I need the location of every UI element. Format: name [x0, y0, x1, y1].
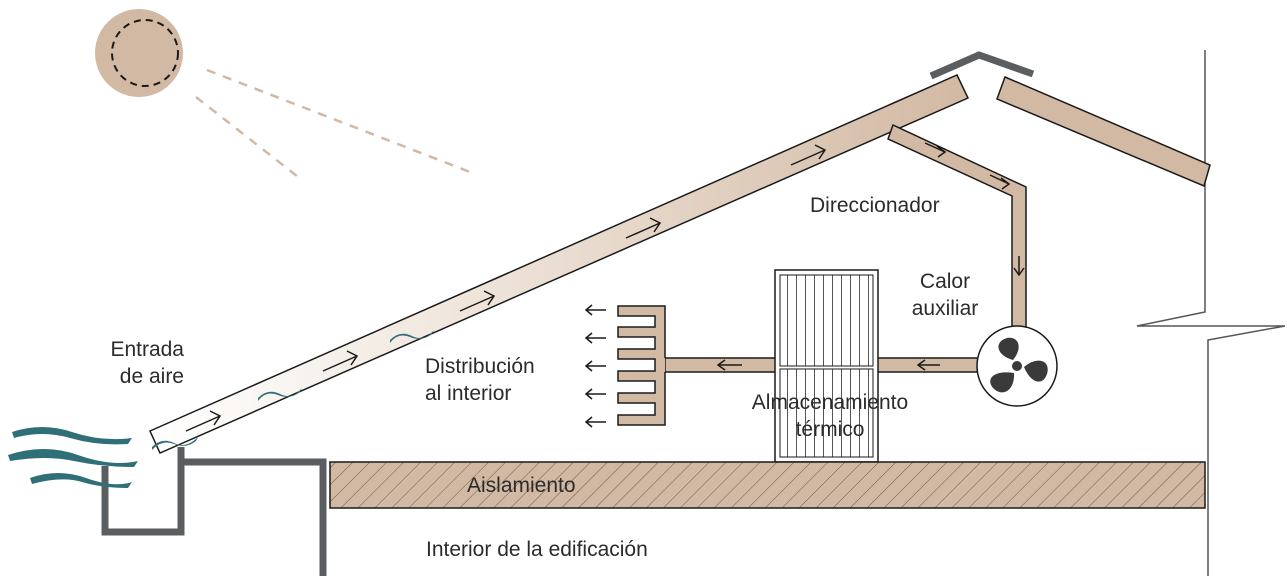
air-inlet-label-line1: Entrada: [110, 338, 184, 361]
roof-right-panel: [996, 75, 1211, 188]
distribution-outlet-arrows: [584, 304, 606, 428]
arrow-icon: [1013, 256, 1025, 277]
air-inlet-label: Entrada de aire: [60, 336, 184, 390]
collector-flow-arrows: [185, 144, 827, 432]
arrow-icon: [625, 217, 662, 239]
arrow-icon: [989, 174, 1011, 190]
distribution-label-line2: al interior: [425, 382, 512, 405]
sun-rays: [195, 68, 471, 181]
arrow-icon: [584, 360, 606, 372]
wind-icon: [152, 330, 434, 450]
aux-heat-label-line1: Calor: [919, 270, 971, 293]
foundation-wall: [101, 447, 327, 576]
thermal-storage-label: Almacenamiento térmico: [740, 389, 920, 443]
arrow-icon: [322, 350, 359, 372]
return-flow-arrows: [716, 359, 940, 371]
distribution-label: Distribución al interior: [425, 353, 535, 407]
thermal-storage-label-line1: Almacenamiento: [751, 391, 909, 414]
diverter-label: Direccionador: [810, 194, 940, 217]
insulation-label: Aislamiento: [467, 474, 576, 497]
arrow-icon: [790, 144, 827, 166]
air-inlet-label-line2: de aire: [119, 365, 184, 388]
arrow-icon: [924, 142, 947, 158]
building-interior-label: Interior de la edificación: [426, 538, 648, 561]
diverter-flow-arrows: [924, 142, 1025, 277]
wind-icon: [8, 427, 138, 488]
insulation-layer: [329, 461, 1206, 509]
arrow-icon: [584, 332, 606, 344]
arrow-icon: [584, 304, 606, 316]
arrow-icon: [916, 359, 940, 371]
exterior-wall: [1136, 50, 1286, 576]
arrow-icon: [185, 410, 222, 432]
aux-heat-label-line2: auxiliar: [911, 297, 979, 320]
arrow-icon: [459, 290, 496, 312]
thermal-storage-unit: [774, 269, 879, 463]
distribution-manifold: [617, 305, 666, 426]
arrow-icon: [584, 388, 606, 400]
thermal-storage-label-line2: térmico: [795, 418, 865, 441]
distribution-label-line1: Distribución: [425, 355, 535, 378]
aux-heat-label: Calor auxiliar: [900, 268, 990, 322]
fan-icon: [976, 325, 1058, 407]
sun-icon: [95, 9, 183, 97]
arrow-icon: [584, 416, 606, 428]
roof-ridge-cap: [929, 51, 1035, 80]
arrow-icon: [716, 359, 742, 371]
